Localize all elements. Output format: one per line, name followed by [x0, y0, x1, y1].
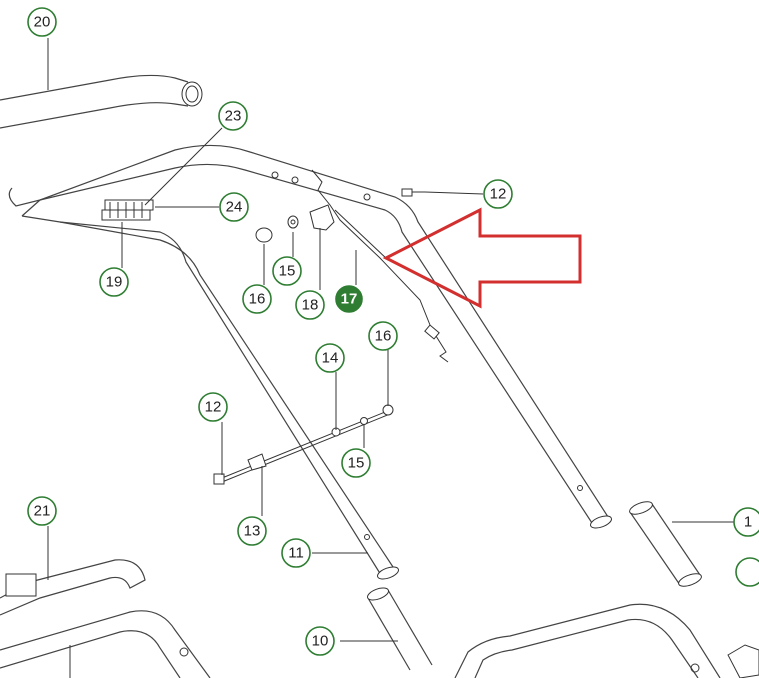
sleeve-part-1x [629, 501, 702, 587]
callout-17-label: 17 [341, 291, 358, 308]
callout-1x-partial[interactable]: 1 [733, 507, 759, 537]
sleeve-part-10 [367, 587, 433, 671]
callout-14[interactable]: 14 [315, 343, 345, 373]
callout-17[interactable]: 17 [335, 285, 363, 313]
bolt-part-12-top [401, 188, 425, 197]
hardware-parts-top [255, 204, 335, 243]
callout-19-label: 19 [106, 274, 123, 291]
lower-frame-right [454, 603, 759, 678]
callout-15-bottom[interactable]: 15 [341, 448, 371, 478]
callout-14-label: 14 [322, 350, 339, 367]
callout-16-top-label: 16 [249, 291, 266, 308]
callout-21[interactable]: 21 [27, 496, 57, 526]
upper-handle-part-20 [0, 74, 203, 129]
callout-24-label: 24 [226, 199, 243, 216]
callout-12-top[interactable]: 12 [483, 179, 513, 209]
callout-16-right-label: 16 [375, 328, 392, 345]
callout-21-label: 21 [34, 503, 51, 520]
callout-18[interactable]: 18 [295, 290, 325, 320]
callout-12-left-label: 12 [205, 399, 222, 416]
cable-part-17 [311, 169, 449, 363]
lower-handle-part-21 [0, 559, 211, 678]
callout-20-label: 20 [34, 14, 51, 31]
callout-24[interactable]: 24 [219, 192, 249, 222]
callout-15-bottom-label: 15 [348, 455, 365, 472]
callout-23[interactable]: 23 [218, 101, 248, 131]
callout-15-top[interactable]: 15 [272, 256, 302, 286]
callout-19[interactable]: 19 [99, 267, 129, 297]
callout-18-label: 18 [302, 297, 319, 314]
callout-20[interactable]: 20 [27, 7, 57, 37]
callout-13-label: 13 [244, 523, 261, 540]
callout-11[interactable]: 11 [281, 538, 311, 568]
callout-12-top-label: 12 [490, 186, 507, 203]
callout-11-label: 11 [288, 545, 304, 562]
callout-10[interactable]: 10 [305, 626, 335, 656]
callout-16-top[interactable]: 16 [242, 284, 272, 314]
main-handle-part-19 [8, 144, 612, 580]
clip-part-24 [101, 199, 154, 221]
callout-partial-edge [735, 557, 759, 587]
callout-16-right[interactable]: 16 [368, 321, 398, 351]
highlight-arrow-icon [382, 207, 582, 309]
callout-12-left[interactable]: 12 [198, 392, 228, 422]
callout-15-top-label: 15 [279, 263, 296, 280]
rod-assembly [213, 404, 394, 485]
callout-13[interactable]: 13 [237, 516, 267, 546]
callout-23-label: 23 [225, 108, 242, 125]
callout-10-label: 10 [312, 633, 329, 650]
callout-1x-label: 1 [744, 514, 752, 531]
leader-lines [47, 38, 734, 642]
